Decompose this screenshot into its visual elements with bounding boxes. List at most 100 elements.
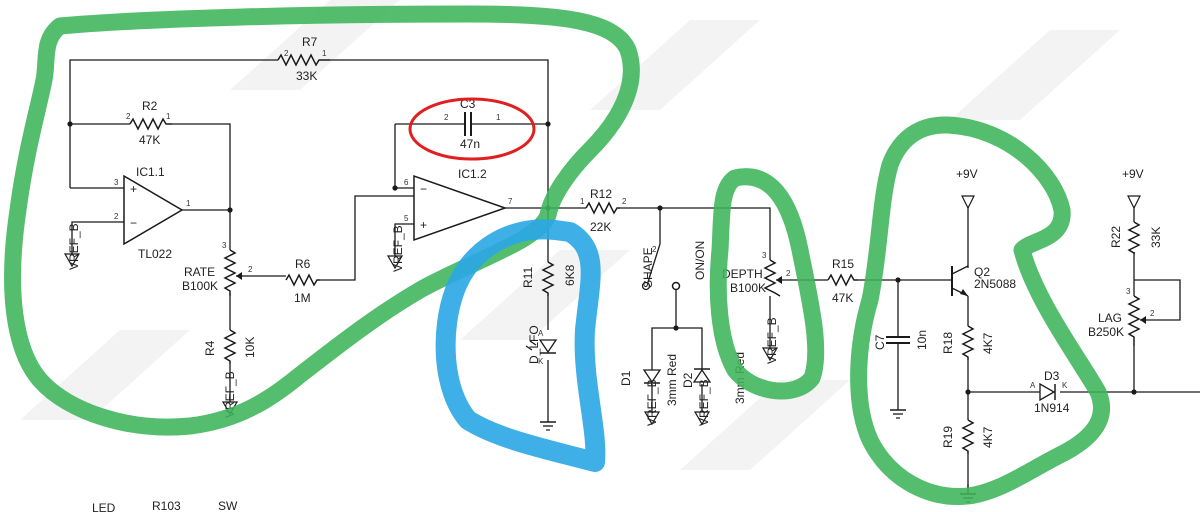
r11-resistor: R11 6K8: [521, 261, 577, 296]
r11-ref: R11: [521, 267, 535, 288]
d3-ref: D3: [1044, 369, 1060, 383]
lag-value: B250K: [1088, 325, 1124, 339]
rate-value: B100K: [182, 279, 218, 293]
svg-text:3: 3: [222, 241, 227, 250]
c3-value: 47n: [460, 137, 480, 151]
vref-label-2: VREF_B: [223, 371, 237, 418]
svg-text:2: 2: [126, 112, 131, 121]
svg-text:3: 3: [1126, 287, 1131, 296]
ic11-opamp: +− 321 IC1.1 TL022: [114, 165, 191, 261]
r22-resistor: R22 33K: [1109, 221, 1163, 255]
footer-r103: R103: [152, 499, 181, 512]
ic12-ref: IC1.2: [458, 167, 487, 181]
depth-value: B100K: [730, 281, 766, 295]
r2-ref: R2: [142, 99, 158, 113]
r6-resistor: R6 1M: [285, 257, 320, 305]
r22-ref: R22: [1109, 226, 1123, 248]
vcc-label-2: +9V: [1122, 167, 1144, 181]
d3-diode: A K D3 1N914: [1030, 369, 1070, 415]
r6-ref: R6: [295, 257, 311, 271]
r2-value: 47K: [139, 133, 160, 147]
svg-text:3: 3: [762, 251, 767, 260]
red-ellipse-c3: [408, 97, 536, 161]
footer-sw: SW: [218, 499, 238, 512]
r7-value: 33K: [296, 69, 317, 83]
lag-pot: 32 LAG B250K: [1088, 287, 1155, 346]
vcc-label-1: +9V: [956, 167, 978, 181]
svg-text:2: 2: [652, 245, 657, 254]
d3-value: 1N914: [1034, 401, 1070, 415]
r22-value: 33K: [1149, 227, 1163, 248]
blue-loop-lfo: [435, 219, 606, 472]
q2-value: 2N5088: [974, 277, 1016, 291]
svg-text:A: A: [1030, 381, 1036, 390]
rate-ref: RATE: [184, 265, 215, 279]
vref-label-4: VREF_B: [765, 317, 779, 364]
svg-text:1: 1: [580, 197, 585, 206]
c7-capacitor: C7 10n: [873, 326, 929, 354]
r19-ref: R19: [941, 426, 955, 448]
q2-transistor: Q2 2N5088: [951, 265, 1016, 297]
r7-resistor: 2 1 R7 33K: [277, 35, 330, 83]
r11-value: 6K8: [563, 264, 577, 286]
r18-value: 4K7: [981, 332, 995, 354]
green-loop-lag: [850, 116, 1110, 505]
lag-ref: LAG: [1098, 311, 1122, 325]
svg-text:5: 5: [404, 214, 409, 223]
depth-ref: DEPTH: [722, 267, 763, 281]
svg-text:−: −: [130, 216, 137, 230]
svg-text:7: 7: [508, 197, 513, 206]
r18-resistor: R18 4K7: [941, 325, 995, 360]
svg-text:1: 1: [166, 112, 171, 121]
footer-labels: LED R103 SW: [92, 499, 238, 512]
rate-pot: 3 2 RATE B100K: [182, 241, 253, 296]
svg-text:1: 1: [496, 113, 501, 122]
footer-led: LED: [92, 501, 116, 512]
d2-ref: D2: [681, 372, 695, 388]
annotations: [4, 5, 1110, 505]
r12-value: 22K: [590, 220, 611, 234]
svg-text:K: K: [1062, 381, 1068, 390]
svg-text:2: 2: [622, 197, 627, 206]
vref-symbols: VREF_B VREF_B VREF_B VREF_B VREF_B VREF_…: [64, 223, 779, 426]
r15-value: 47K: [832, 291, 853, 305]
r4-value: 10K: [243, 337, 257, 358]
vcc-right: +9V: [1122, 167, 1144, 213]
svg-text:2: 2: [248, 265, 253, 274]
r19-value: 4K7: [981, 426, 995, 448]
svg-text:−: −: [420, 182, 427, 196]
c7-ref: C7: [873, 334, 887, 350]
r12-ref: R12: [590, 187, 612, 201]
r15-ref: R15: [832, 257, 854, 271]
svg-text:6: 6: [404, 178, 409, 187]
vref-label-3: VREF_B: [391, 225, 405, 272]
r4-ref: R4: [203, 340, 217, 356]
depth-pot: 32 DEPTH B100K: [722, 251, 791, 297]
r7-ref: R7: [302, 35, 318, 49]
vref-label-1: VREF_B: [67, 223, 81, 270]
svg-text:2: 2: [444, 113, 449, 122]
green-loop-depth: [709, 168, 825, 400]
svg-text:1: 1: [186, 199, 191, 208]
vref-label-5: VREF_B: [645, 379, 659, 426]
r2-resistor: 2 1 R2 47K: [126, 99, 172, 147]
ic12-opamp: − + 6 5 7 IC1.2: [404, 167, 513, 242]
ic11-ref: IC1.1: [136, 165, 165, 179]
svg-text:3: 3: [114, 178, 119, 187]
dlfo-ref: D_LFO: [527, 325, 541, 364]
d1-led: D1 3mm Red: [619, 354, 679, 406]
green-loop-feedback: [4, 5, 640, 436]
ic11-part: TL022: [138, 247, 172, 261]
svg-text:2: 2: [284, 49, 289, 58]
svg-text:A: A: [538, 329, 544, 338]
q2-ref: Q2: [974, 265, 990, 279]
r6-value: 1M: [294, 291, 311, 305]
svg-text:1: 1: [322, 49, 327, 58]
shape-switch: 2 SHAPE ON/ON: [641, 241, 707, 291]
onon-ref: ON/ON: [693, 241, 707, 280]
r4-resistor: R4 10K: [203, 329, 257, 364]
vcc-left: +9V: [956, 167, 978, 213]
svg-text:+: +: [420, 218, 427, 232]
svg-text:K: K: [538, 357, 544, 366]
d1-value: 3mm Red: [665, 354, 679, 406]
